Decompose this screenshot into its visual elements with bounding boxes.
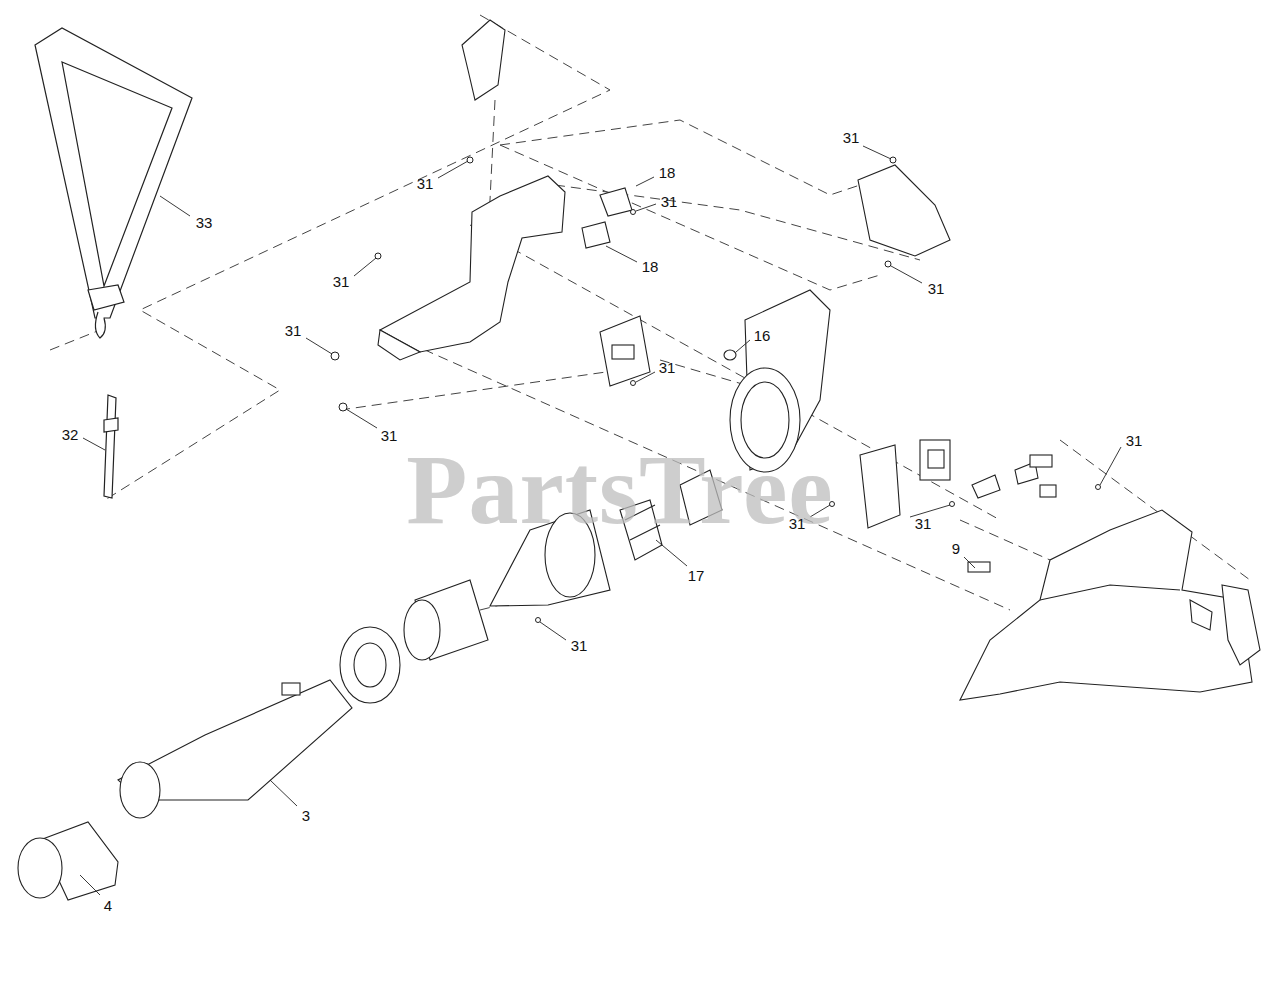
leader-lines-part [891,266,922,283]
leader-lines-part [540,622,566,640]
housing-parts [18,20,1260,900]
leader-lines-part [863,146,891,159]
screws-part [536,618,541,623]
leader-lines-part [1100,447,1121,485]
housing-parts-part [1190,600,1212,630]
dashed-guides [50,15,1250,610]
screws-part [631,381,636,386]
leader-lines-part [306,338,332,354]
shoulder-strap-part [35,28,192,318]
housing-parts-part [404,600,440,660]
callout-number: 31 [915,516,932,531]
screws-part [1096,485,1101,490]
housing-parts-part [582,222,610,248]
callout-number: 17 [688,568,705,583]
shoulder-strap-part [95,312,105,338]
leader-lines-part [346,409,377,428]
housing-parts-part [600,188,632,216]
housing-parts-part [18,838,62,898]
housing-parts-part [972,475,1000,498]
shoulder-strap-part [62,62,172,286]
leader-lines [80,146,1121,895]
housing-parts-part [612,345,634,359]
callout-number: 33 [196,215,213,230]
leader-lines-part [80,875,100,895]
screws [331,157,1101,623]
screws-part [339,403,347,411]
dashed-guides-part [50,330,100,350]
dashed-guides-part [340,370,620,410]
leader-lines-part [656,540,687,566]
housing-parts-part [462,20,505,100]
strap-clip [104,395,118,498]
dashed-guides-part [380,330,1010,610]
screws-part [885,261,891,267]
watermark: PartsTree [406,440,833,540]
housing-parts-part [968,562,990,572]
housing-parts-part [1040,485,1056,497]
strap-clip-part [104,418,118,432]
leader-lines-part [636,177,654,186]
callout-number: 31 [333,274,350,289]
callout-number: 18 [659,165,676,180]
callout-number: 31 [571,638,588,653]
dashed-guides-part [105,15,610,500]
leader-lines-part [636,204,656,211]
housing-parts-part [920,440,950,480]
housing-parts-part [282,683,300,695]
callout-number: 31 [1126,433,1143,448]
leader-lines-part [438,161,468,178]
leader-lines-part [636,372,655,382]
callout-number: 31 [417,176,434,191]
screws-part [890,157,896,163]
callout-number: 31 [789,516,806,531]
leader-lines-part [83,438,105,450]
housing-parts-part [928,450,944,468]
screws-part [467,157,473,163]
housing-parts-part [860,445,900,528]
housing-parts-part [380,176,565,352]
housing-parts-part [960,510,1252,700]
callout-number: 18 [642,259,659,274]
housing-parts-part [724,350,736,360]
shoulder-strap [35,28,192,338]
callout-number: 31 [661,194,678,209]
leader-lines-part [964,557,975,568]
screws-part [631,210,636,215]
housing-parts-part [378,330,420,360]
screws-part [950,502,955,507]
callout-number: 16 [754,328,771,343]
housing-parts-part [1222,585,1260,665]
housing-parts-part [120,762,160,818]
housing-parts-part [340,627,400,703]
housing-parts-part [354,643,386,687]
callout-number: 31 [843,130,860,145]
leader-lines-part [270,780,297,806]
callout-number: 4 [104,898,112,913]
callout-number: 3 [302,808,310,823]
callout-number: 31 [381,428,398,443]
strap-clip-part [104,395,116,498]
dashed-guides-part [960,520,1050,560]
leader-lines-part [160,196,190,216]
callout-number: 9 [952,541,960,556]
callout-number: 32 [62,427,79,442]
leader-lines-part [736,340,750,352]
housing-parts-part [1030,455,1052,467]
housing-parts-part [1040,585,1180,600]
leader-lines-part [354,258,376,276]
callout-number: 31 [928,281,945,296]
callout-number: 31 [285,323,302,338]
shoulder-strap-part [88,285,124,310]
housing-parts-part [600,316,650,386]
callout-number: 31 [659,360,676,375]
housing-parts-part [858,165,950,256]
screws-part [331,352,339,360]
leader-lines-part [606,246,637,262]
